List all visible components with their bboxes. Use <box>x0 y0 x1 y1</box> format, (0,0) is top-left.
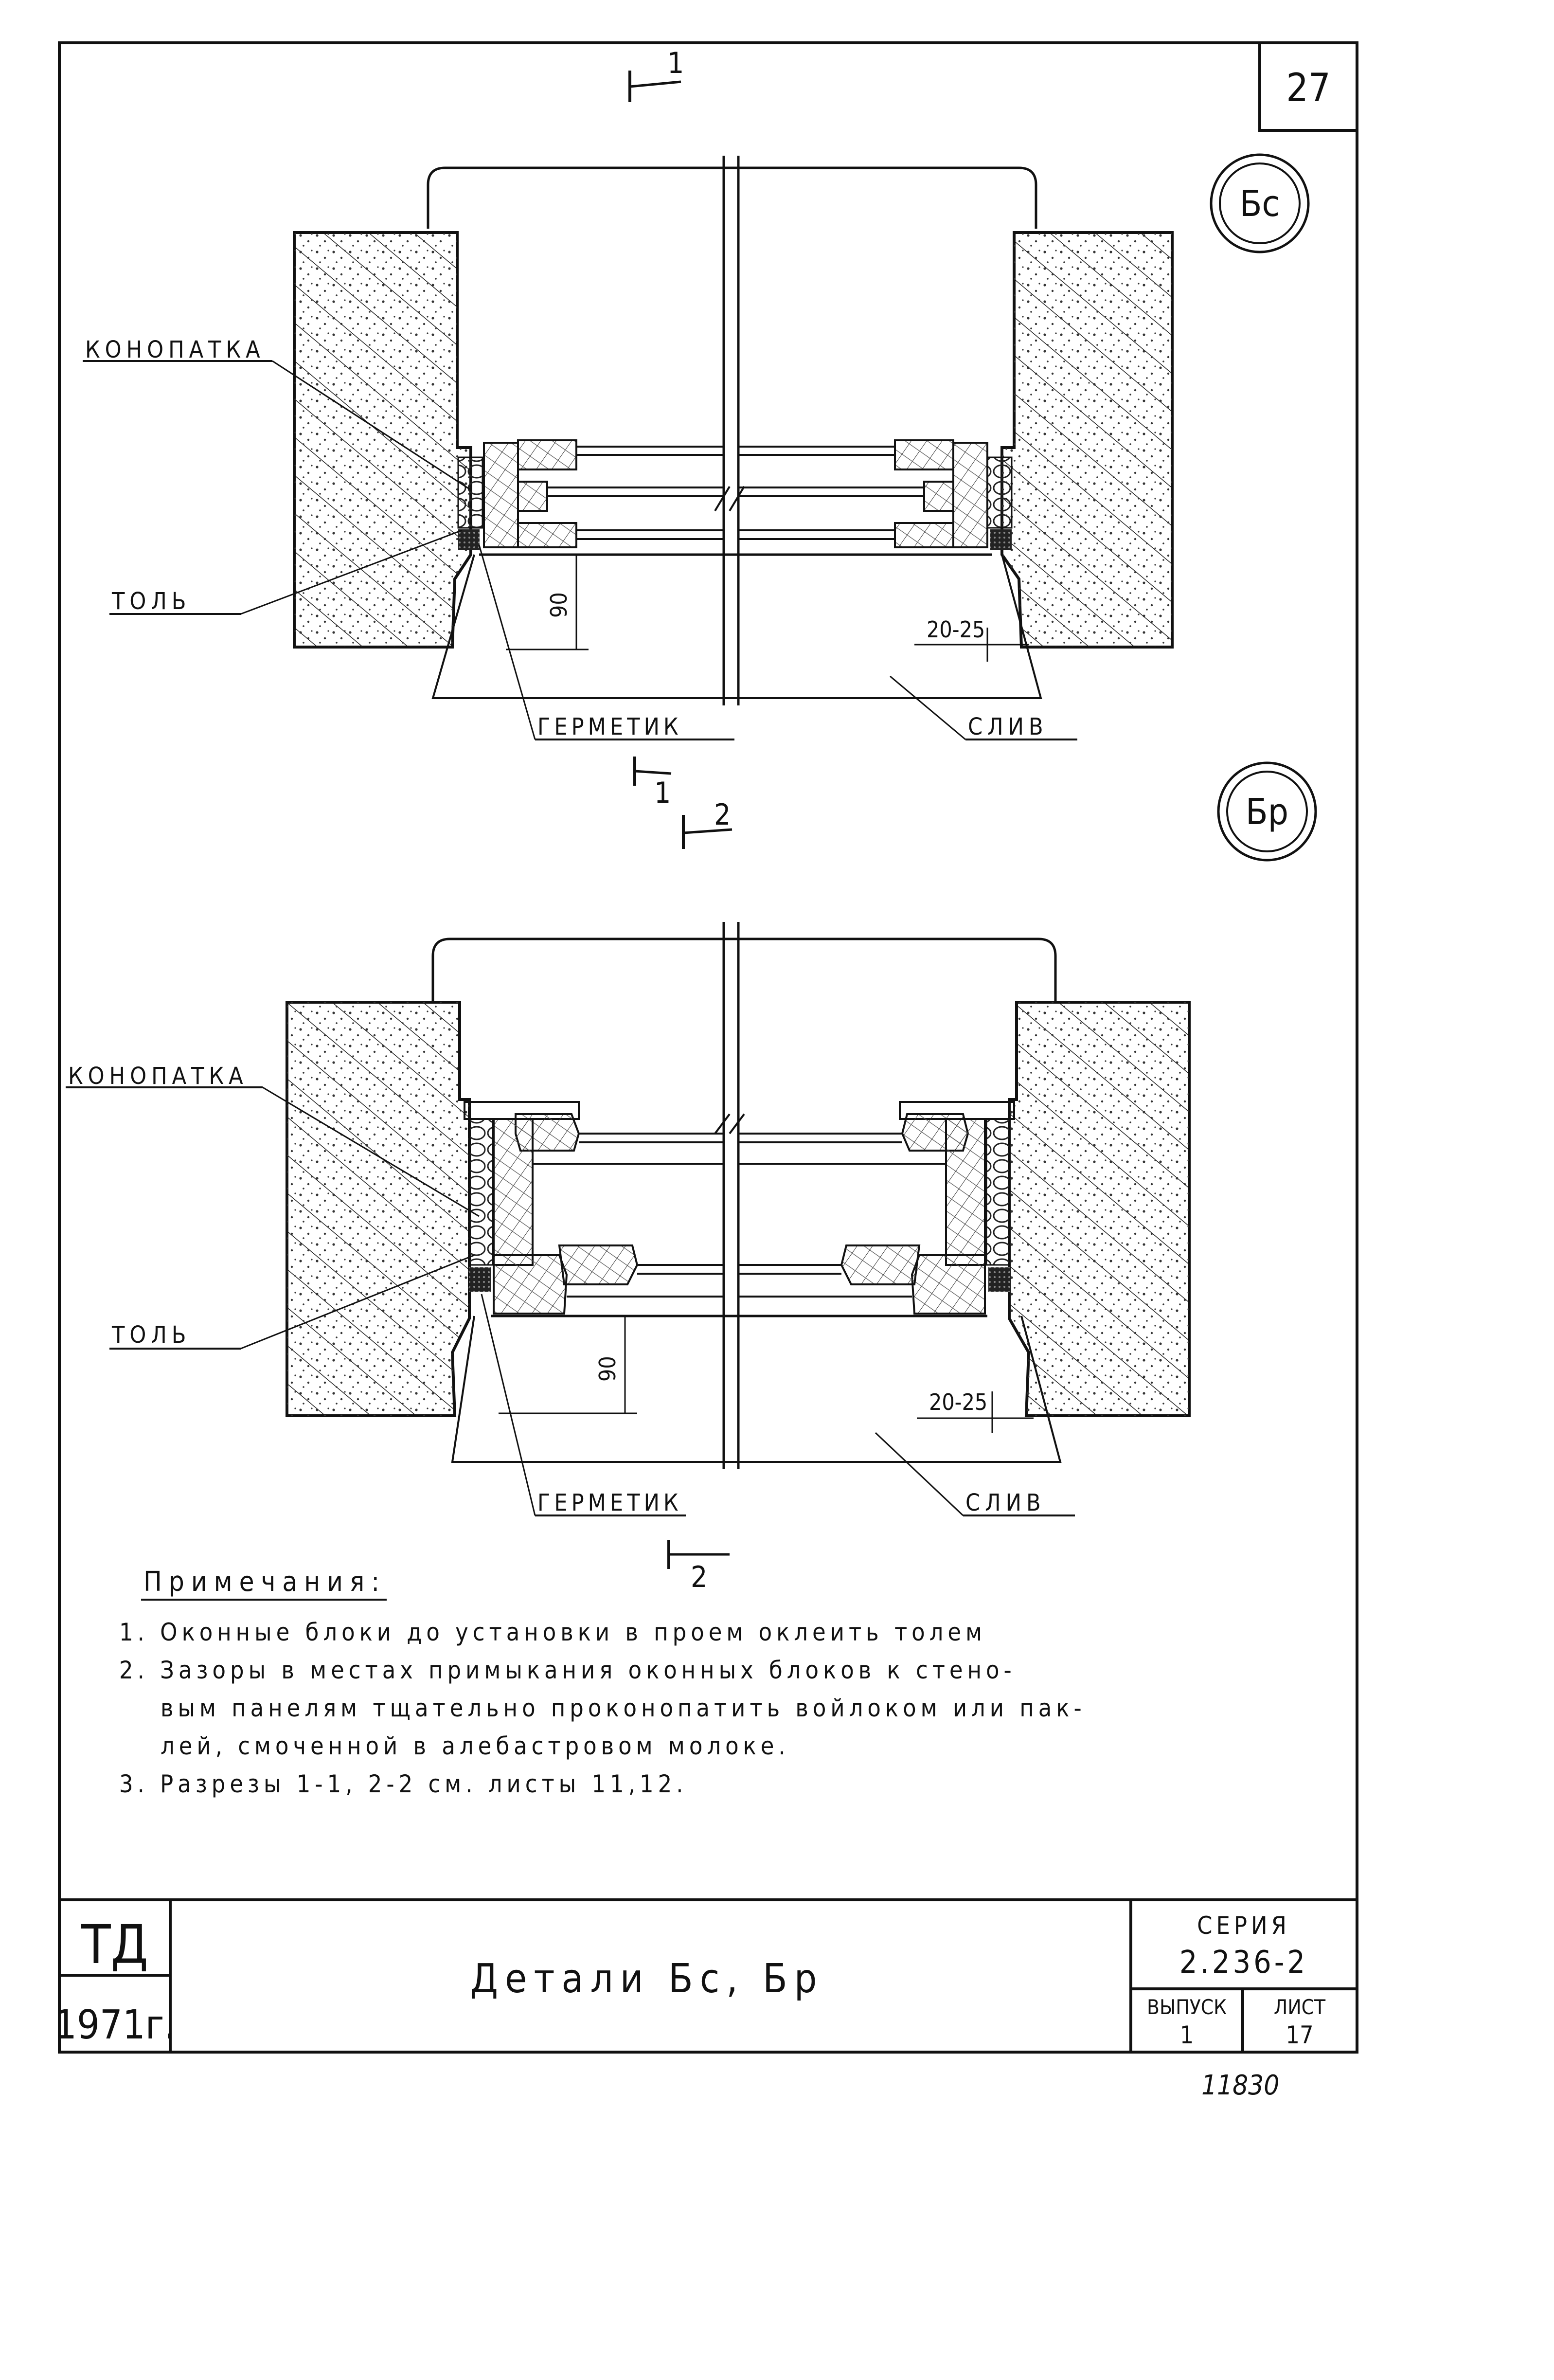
page-number-box: 27 <box>1258 41 1358 132</box>
wall-panel-left <box>286 1001 471 1417</box>
glazing <box>533 1113 946 1298</box>
notes: Примечания: 1. Оконные блоки до установк… <box>119 1566 1086 1798</box>
caulking-left <box>457 456 483 529</box>
section-mark-top: 1 <box>628 46 684 102</box>
svg-text:1: 1 <box>667 46 684 80</box>
dimension-sill-height: 90 <box>499 1316 637 1414</box>
drip <box>451 1316 1062 1463</box>
dimension-gap: 20-25 <box>914 616 1029 662</box>
year: 1971г. <box>54 2002 176 2048</box>
svg-text:КОНОПАТКА: КОНОПАТКА <box>85 336 265 363</box>
wall-panel-right <box>1008 1001 1191 1417</box>
caulking-left <box>468 1118 494 1266</box>
note-line: 1. Оконные блоки до установки в проем ок… <box>119 1618 986 1646</box>
sheet-border <box>58 41 1358 2054</box>
caulking-right <box>985 1118 1011 1266</box>
svg-text:ТОЛЬ: ТОЛЬ <box>111 588 191 615</box>
svg-text:1: 1 <box>654 776 671 810</box>
detail-marker-bs: Бс <box>1210 153 1310 253</box>
svg-text:ГЕРМЕТИК: ГЕРМЕТИК <box>537 713 682 740</box>
svg-text:ГЕРМЕТИК: ГЕРМЕТИК <box>537 1489 682 1516</box>
label-caulking: КОНОПАТКА <box>83 336 470 490</box>
section-mark-bottom: 1 <box>633 757 672 810</box>
dimension-gap: 20-25 <box>917 1389 1034 1433</box>
opening-outline <box>427 166 1037 229</box>
drip <box>431 554 1042 699</box>
handwritten-number: 11830 <box>1201 2070 1279 2101</box>
label-sealant: ГЕРМЕТИК <box>478 544 734 740</box>
wall-panel-right <box>1000 231 1174 649</box>
detail-marker-br: Бр <box>1217 761 1317 862</box>
dimension-sill-height: 90 <box>506 555 589 650</box>
title-block: ТД 1971г. Детали Бс, Бр СЕРИЯ 2.236-2 ВЫ… <box>54 1898 1357 2052</box>
label-drip: СЛИВ <box>875 1432 1075 1516</box>
window-frame-right <box>840 1101 1015 1315</box>
opening-outline <box>431 938 1057 1002</box>
svg-text:КОНОПАТКА: КОНОПАТКА <box>68 1063 248 1090</box>
sealant-right <box>988 1267 1010 1292</box>
sealant-left <box>469 1267 491 1292</box>
label-caulking: КОНОПАТКА <box>66 1063 480 1217</box>
section-mark-top: 2 <box>682 798 732 849</box>
drawing-title: Детали Бс, Бр <box>470 1956 823 2002</box>
sealant-right <box>990 529 1012 550</box>
window-frame-right <box>894 439 988 548</box>
series-value: 2.236-2 <box>1179 1945 1308 1981</box>
sealant-left <box>458 529 480 550</box>
window-frame-left <box>483 439 577 548</box>
svg-text:20-25: 20-25 <box>929 1389 987 1415</box>
svg-text:2: 2 <box>691 1560 707 1594</box>
sheet-label: ЛИСТ <box>1274 1995 1326 2019</box>
caulking-right <box>986 456 1013 529</box>
note-line: 3. Разрезы 1-1, 2-2 см. листы 11,12. <box>119 1770 688 1798</box>
series-label: СЕРИЯ <box>1197 1911 1290 1940</box>
svg-text:СЛИВ: СЛИВ <box>965 1489 1046 1516</box>
svg-text:90: 90 <box>594 1356 621 1382</box>
issue-value: 1 <box>1180 2021 1194 2049</box>
wall-panel-left <box>293 231 472 649</box>
detail-bs: 1 <box>83 46 1310 810</box>
svg-text:20-25: 20-25 <box>927 616 985 643</box>
org-code: ТД <box>81 1913 148 1976</box>
label-roofing-felt: ТОЛЬ <box>109 1254 475 1350</box>
notes-heading: Примечания: <box>143 1566 386 1598</box>
glazing <box>547 446 924 540</box>
svg-text:2: 2 <box>714 798 731 832</box>
issue-label: ВЫПУСК <box>1147 1995 1227 2019</box>
svg-text:90: 90 <box>546 592 572 618</box>
svg-text:ТОЛЬ: ТОЛЬ <box>111 1321 191 1349</box>
label-roofing-felt: ТОЛЬ <box>109 529 463 615</box>
svg-text:СЛИВ: СЛИВ <box>968 713 1048 740</box>
label-drip: СЛИВ <box>890 675 1077 740</box>
note-line: 2. Зазоры в местах примыкания оконных бл… <box>119 1656 1016 1684</box>
label-sealant: ГЕРМЕТИК <box>481 1294 686 1516</box>
detail-br: Бр 2 <box>66 761 1317 1594</box>
svg-text:Бр: Бр <box>1246 791 1288 833</box>
window-frame-left <box>464 1101 639 1315</box>
svg-text:Бс: Бс <box>1240 183 1280 225</box>
note-line: лей, смоченной в алебастровом молоке. <box>161 1732 790 1760</box>
section-mark-bottom: 2 <box>667 1540 730 1594</box>
sheet-value: 17 <box>1286 2021 1313 2049</box>
page-number: 27 <box>1286 65 1331 110</box>
note-line: вым панелям тщательно проконопатить войл… <box>161 1694 1086 1722</box>
